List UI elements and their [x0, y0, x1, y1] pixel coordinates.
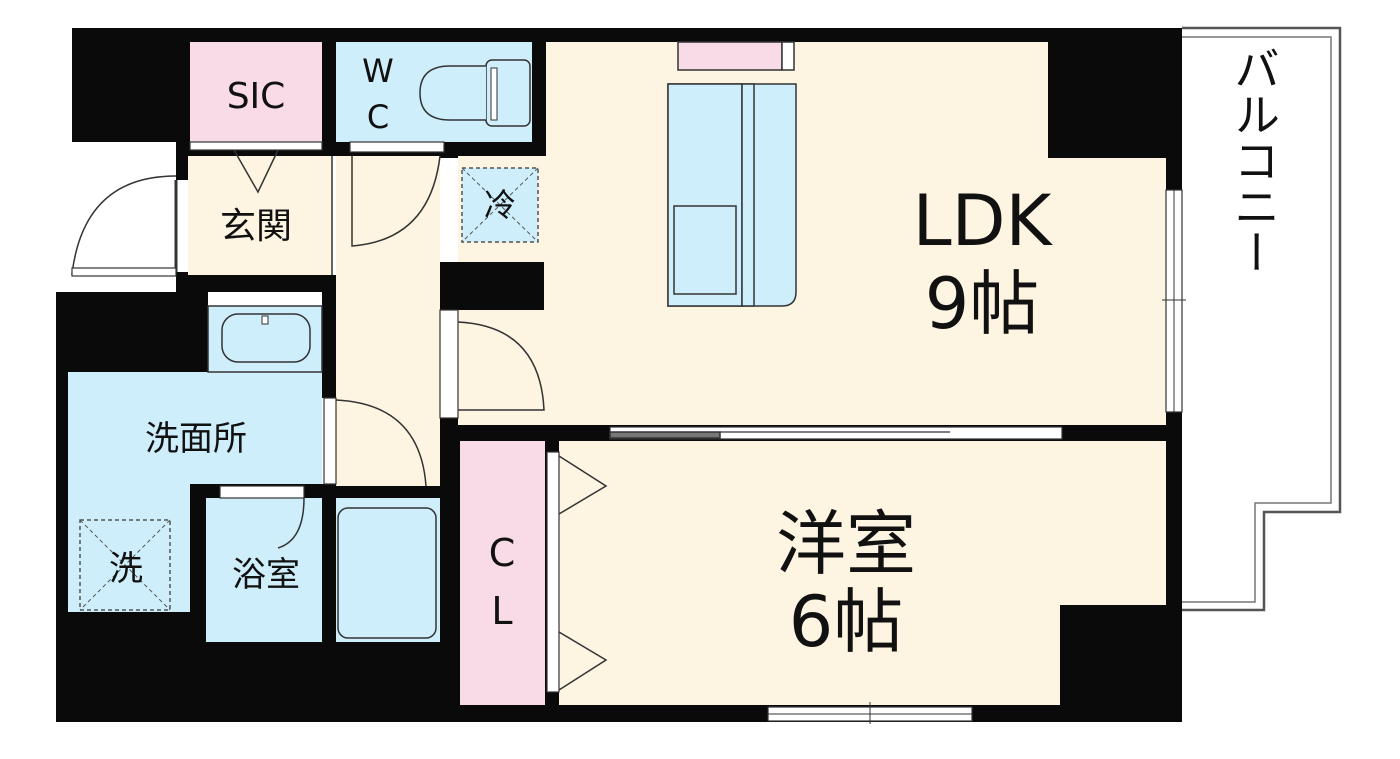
wash-basin-icon [207, 305, 323, 373]
label-sic: SIC [227, 76, 286, 117]
label-cl-c: C [489, 531, 516, 575]
ldk-floor [458, 42, 1166, 425]
sic-floor [190, 42, 322, 142]
bathroom-floor [206, 498, 322, 642]
label-genkan: 玄関 [220, 206, 292, 247]
balcony-outline [1182, 26, 1342, 612]
label-cl-l: L [491, 589, 512, 633]
label-yokushitsu: 浴室 [232, 555, 300, 595]
label-ldk-size: 9帖 [925, 263, 1040, 345]
kitchen-sink [673, 205, 737, 295]
toilet-icon [419, 59, 531, 127]
genkan-floor [188, 156, 332, 275]
fridge-icon [461, 167, 539, 243]
label-balcony: バルコニー [1227, 45, 1281, 275]
range-hood [677, 41, 783, 71]
yoshitsu-floor [559, 441, 1166, 705]
closet-floor [460, 441, 545, 705]
label-wc-w: W [362, 52, 394, 90]
label-senmen: 洗面所 [145, 419, 247, 459]
label-washer: 洗 [109, 549, 143, 589]
label-ldk-name: LDK [913, 180, 1054, 262]
washing-machine-icon [79, 519, 171, 611]
label-yoshitsu-size: 6帖 [789, 581, 904, 663]
hallway-floor [336, 156, 440, 486]
walls [56, 28, 1182, 722]
doors [71, 141, 1186, 724]
balcony-outline-inner [1182, 36, 1332, 603]
label-fridge: 冷 [484, 186, 516, 224]
bathtub-icon [337, 507, 437, 639]
label-wc-c: C [367, 98, 389, 136]
floors [68, 42, 1166, 705]
kitchen-counter [667, 83, 797, 307]
label-yoshitsu-name: 洋室 [776, 503, 916, 585]
